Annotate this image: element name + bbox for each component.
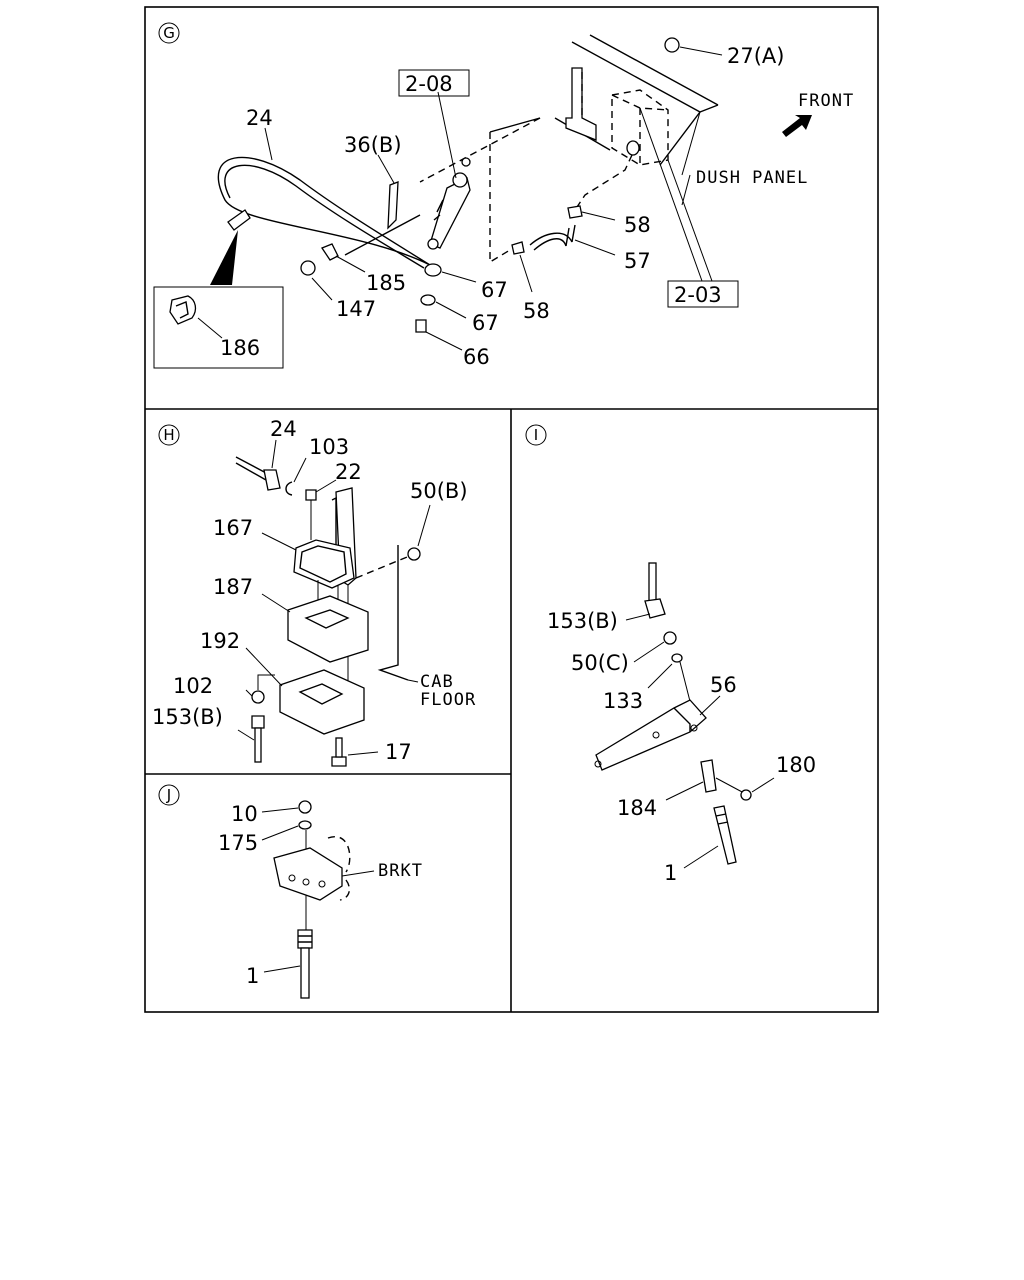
callout-10: 10 (231, 802, 258, 826)
callout-180: 180 (776, 753, 816, 777)
callout-153b-h: 153(B) (152, 705, 223, 729)
callout-27a: 27(A) (727, 44, 784, 68)
callout-67-lower: 67 (472, 311, 499, 335)
callout-1-i: 1 (664, 861, 677, 885)
panel-i-labels: 153(B) 50(C) 133 56 180 184 1 (547, 609, 816, 885)
panel-g-drawing (153, 34, 812, 369)
panel-h-drawing (235, 439, 431, 767)
panel-frames (144, 6, 879, 1013)
svg-text:G: G (163, 24, 175, 42)
callout-185: 185 (366, 271, 406, 295)
label-floor: FLOOR (420, 690, 476, 710)
callout-147: 147 (336, 297, 376, 321)
panel-j-drawing (261, 800, 375, 999)
callout-167: 167 (213, 516, 253, 540)
panel-i-drawing (594, 562, 775, 869)
callout-24: 24 (246, 106, 273, 130)
callout-2-03: 2-03 (674, 283, 722, 307)
callout-22: 22 (335, 460, 362, 484)
callout-103: 103 (309, 435, 349, 459)
panel-g-labels: 27(A) 2-08 FRONT 24 36(B) DUSH PANEL 58 … (220, 44, 854, 369)
callout-36b: 36(B) (344, 133, 402, 157)
callout-50c: 50(C) (571, 651, 629, 675)
label-cab: CAB (420, 672, 454, 692)
callout-102: 102 (173, 674, 213, 698)
callout-184: 184 (617, 796, 657, 820)
callout-186: 186 (220, 336, 260, 360)
svg-text:H: H (163, 426, 174, 444)
label-brkt: BRKT (378, 861, 423, 881)
label-dush-panel: DUSH PANEL (696, 168, 808, 188)
callout-192: 192 (200, 629, 240, 653)
callout-1-j: 1 (246, 964, 259, 988)
callout-66: 66 (463, 345, 490, 369)
section-marker-g: G (158, 22, 180, 44)
label-front: FRONT (798, 91, 854, 111)
callout-17: 17 (385, 740, 412, 764)
callout-153b-i: 153(B) (547, 609, 618, 633)
callout-24-h: 24 (270, 417, 297, 441)
section-marker-j: J (158, 784, 180, 806)
callout-58-upper: 58 (624, 213, 651, 237)
panel-h-labels: 24 103 22 50(B) 167 187 192 CAB FLOOR 10… (152, 417, 476, 764)
callout-57: 57 (624, 249, 651, 273)
callout-187: 187 (213, 575, 253, 599)
callout-56: 56 (710, 673, 737, 697)
callout-58-lower: 58 (523, 299, 550, 323)
callout-50b: 50(B) (410, 479, 468, 503)
svg-text:I: I (534, 426, 538, 444)
section-marker-i: I (525, 424, 547, 446)
panel-j-labels: 10 175 BRKT 1 (218, 802, 423, 988)
section-marker-h: H (158, 424, 180, 446)
svg-text:J: J (166, 786, 171, 804)
callout-2-08: 2-08 (405, 72, 453, 96)
callout-67-upper: 67 (481, 278, 508, 302)
callout-133: 133 (603, 689, 643, 713)
callout-175: 175 (218, 831, 258, 855)
